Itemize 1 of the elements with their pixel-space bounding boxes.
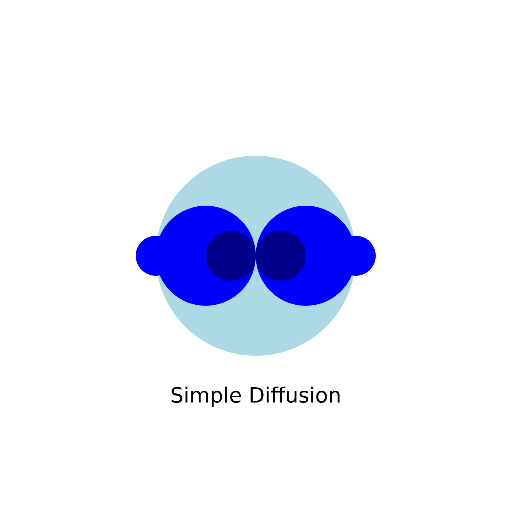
caption: Simple Diffusion — [172, 386, 340, 408]
